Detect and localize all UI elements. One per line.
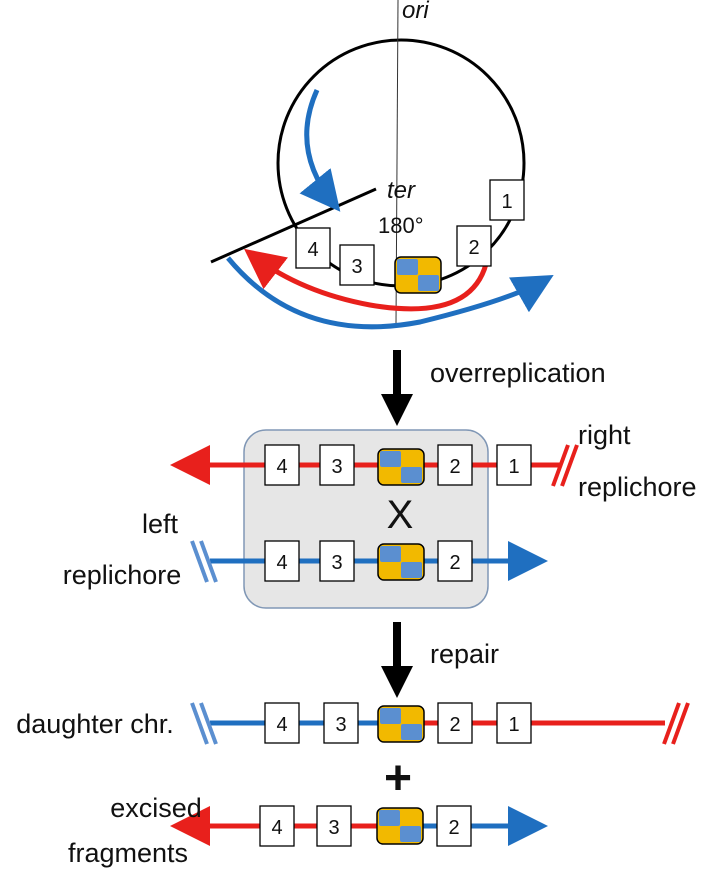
top-marker-3: 3 — [331, 456, 342, 478]
ter-label: ter — [387, 177, 416, 204]
top-marker-1: 1 — [508, 456, 519, 478]
cross-symbol: X — [387, 493, 414, 537]
top-marker-2: 2 — [449, 456, 460, 478]
marker-2-label: 2 — [468, 237, 479, 259]
daughter-label: daughter chr. — [16, 709, 174, 739]
marker-4: 4 — [295, 227, 331, 269]
bottom-marker-4: 4 — [276, 552, 287, 574]
left-replichore-strand: 4 3 2 — [190, 540, 548, 583]
excised-fragments: 4 3 2 — [170, 805, 548, 847]
daughter-marker-1: 1 — [508, 714, 519, 736]
marker-1: 1 — [489, 179, 525, 221]
marker-3: 3 — [339, 244, 375, 286]
ori-label: ori — [402, 0, 429, 24]
right-replichore-strand: 4 3 2 1 — [170, 444, 579, 487]
marker-1-label: 1 — [501, 191, 512, 213]
blue-outer-arrow — [226, 256, 554, 330]
daughter-marker-3: 3 — [335, 714, 346, 736]
site-box-circle — [394, 256, 442, 294]
marker-4-label: 4 — [307, 239, 318, 261]
excised-marker-4: 4 — [271, 817, 282, 839]
ter-line — [210, 187, 377, 264]
angle-label: 180° — [378, 213, 424, 238]
plus-symbol: + — [384, 752, 412, 805]
bottom-marker-2: 2 — [449, 552, 460, 574]
bottom-marker-3: 3 — [331, 552, 342, 574]
circular-chromosome: ori ter 180° 1 2 3 4 — [210, 0, 554, 330]
top-marker-4: 4 — [276, 456, 287, 478]
site-box-daughter — [377, 705, 425, 743]
left-replichore-label-1: left — [142, 509, 179, 539]
right-replichore-label-2: replichore — [578, 472, 697, 502]
marker-3-label: 3 — [351, 256, 362, 278]
daughter-marker-4: 4 — [276, 714, 287, 736]
site-box-bottom — [377, 543, 425, 581]
overreplication-label: overreplication — [430, 358, 606, 388]
right-replichore-label-1: right — [578, 420, 631, 450]
site-box-excised — [376, 807, 424, 845]
repair-label: repair — [430, 639, 499, 669]
excised-marker-2: 2 — [448, 817, 459, 839]
left-replichore-label-2: replichore — [63, 560, 182, 590]
blue-inner-arrow — [299, 88, 341, 212]
excised-label-2: fragments — [68, 838, 188, 868]
excised-marker-3: 3 — [328, 817, 339, 839]
red-arc-arrow — [244, 248, 489, 312]
daughter-chromosome: 4 3 2 1 — [190, 702, 690, 745]
daughter-marker-2: 2 — [449, 714, 460, 736]
excised-label-1: excised — [110, 793, 202, 823]
site-box-top — [377, 448, 425, 486]
marker-2: 2 — [456, 225, 492, 267]
